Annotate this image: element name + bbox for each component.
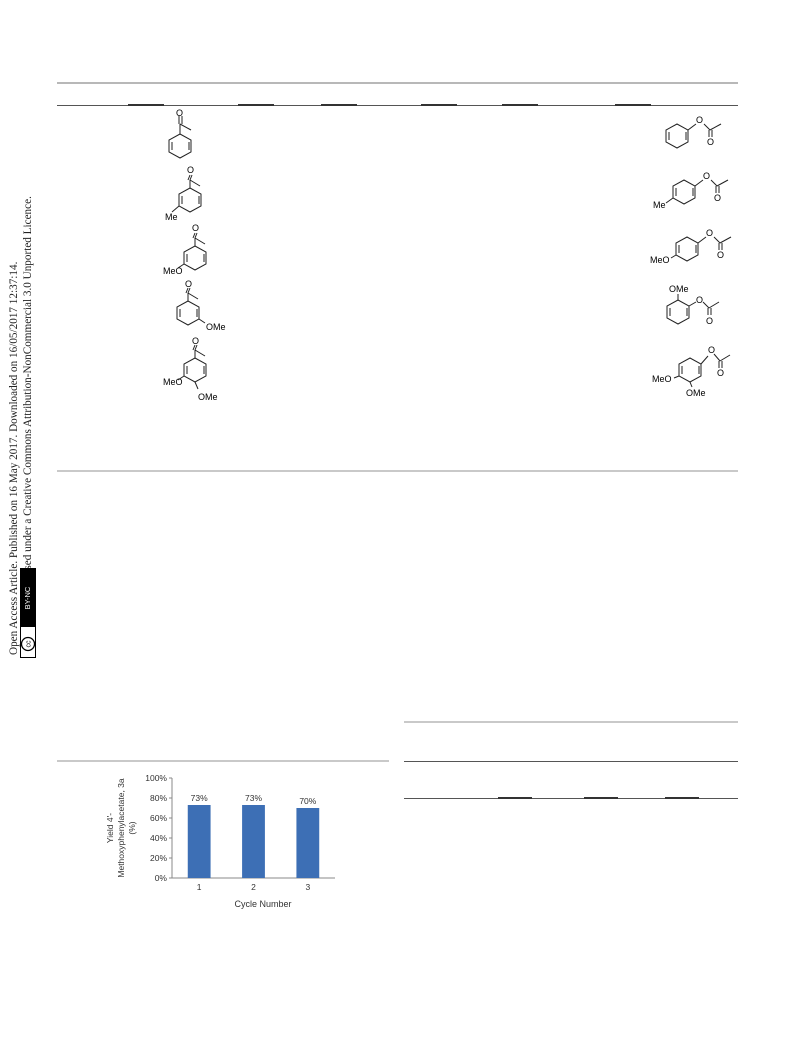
scheme-bottom-rule xyxy=(57,470,738,472)
carbonyl-o-label: O xyxy=(185,279,192,289)
2-methoxyacetophenone-structure: O OMe xyxy=(176,279,226,332)
scheme-header-rule xyxy=(57,105,738,106)
methoxy-label: OMe xyxy=(686,388,706,398)
carbonyl-o-label: O xyxy=(187,165,194,175)
methoxy-label: MeO xyxy=(163,377,183,387)
phenyl-acetate-structure: O O xyxy=(665,115,722,149)
carbonyl-o-label: O xyxy=(192,223,199,233)
header-mark xyxy=(128,104,164,106)
table-mark xyxy=(665,797,699,799)
bar-cycle-2 xyxy=(242,805,265,878)
bar-data-label: 73% xyxy=(245,793,262,803)
ester-o-label: O xyxy=(703,171,710,181)
recycling-bar-chart: Yield 4'- Methoxyphenylacetate, 3a (%) 0… xyxy=(105,773,335,909)
cc-license-badge[interactable]: cc BY-NC xyxy=(20,568,36,658)
ester-o-label: O xyxy=(696,115,703,125)
y-tick-label: 0% xyxy=(155,873,168,883)
ester-o-label: O xyxy=(696,295,703,305)
carbonyl-o-label: O xyxy=(714,193,721,203)
cc-badge-text: cc xyxy=(26,640,33,648)
table-mark xyxy=(498,797,532,799)
4-methylacetophenone-structure: O Me xyxy=(165,165,202,222)
header-mark xyxy=(238,104,274,106)
header-mark xyxy=(615,104,651,106)
header-mark xyxy=(321,104,357,106)
header-mark xyxy=(502,104,538,106)
y-axis-label-line-1: Yield 4'- xyxy=(105,813,115,843)
carbonyl-o-label: O xyxy=(717,250,724,260)
license-line-1: Open Access Article. Published on 16 May… xyxy=(8,261,20,655)
figure-top-rule xyxy=(57,760,389,762)
table-bottom-rule xyxy=(404,798,738,799)
4-methoxyphenyl-acetate-structure: O O MeO xyxy=(650,228,732,265)
table-top-rule xyxy=(404,721,738,723)
y-tick-label: 80% xyxy=(150,793,167,803)
carbonyl-o-label: O xyxy=(717,368,724,378)
bar-cycle-1 xyxy=(187,805,211,878)
4-methoxyacetophenone-structure: O MeO xyxy=(163,223,207,276)
methoxy-label: OMe xyxy=(669,284,689,294)
acetophenone-structure: O xyxy=(168,108,192,159)
bar-data-label: 70% xyxy=(299,796,316,806)
carbonyl-o-label: O xyxy=(706,316,713,326)
methoxy-label: MeO xyxy=(652,374,672,384)
table-header-rule xyxy=(404,761,738,762)
x-tick-label: 1 xyxy=(197,882,202,892)
x-tick-label: 3 xyxy=(305,882,310,892)
methoxy-label: MeO xyxy=(163,266,183,276)
bar-cycle-3 xyxy=(296,808,320,878)
bar-data-label: 73% xyxy=(191,793,208,803)
by-nc-badge-text: BY-NC xyxy=(23,586,32,609)
ester-o-label: O xyxy=(706,228,713,238)
3-4-dimethoxyacetophenone-structure: O MeO OMe xyxy=(163,336,218,402)
methoxy-label: OMe xyxy=(198,392,218,402)
3-4-dimethoxyphenyl-acetate-structure: O O MeO OMe xyxy=(652,345,731,398)
x-axis-label: Cycle Number xyxy=(234,899,291,909)
y-tick-label: 20% xyxy=(150,853,167,863)
y-axis-label-line-2: Methoxyphenylacetate, 3a xyxy=(116,778,126,878)
methoxy-label: OMe xyxy=(206,322,226,332)
x-tick-label: 2 xyxy=(251,882,256,892)
header-mark xyxy=(421,104,457,106)
y-tick-label: 40% xyxy=(150,833,167,843)
carbonyl-o-label: O xyxy=(707,137,714,147)
4-methylphenyl-acetate-structure: O O Me xyxy=(653,171,729,210)
methyl-label: Me xyxy=(165,212,178,222)
methyl-label: Me xyxy=(653,200,666,210)
carbonyl-o-label: O xyxy=(176,108,183,118)
y-tick-label: 60% xyxy=(150,813,167,823)
methoxy-label: MeO xyxy=(650,255,670,265)
license-sidebar: Open Access Article. Published on 16 May… xyxy=(0,0,40,660)
2-methoxyphenyl-acetate-structure: OMe O O xyxy=(666,284,720,326)
carbonyl-o-label: O xyxy=(192,336,199,346)
scheme-top-rule xyxy=(57,82,738,84)
y-axis-label: Yield 4'- Methoxyphenylacetate, 3a (%) xyxy=(105,778,137,878)
y-axis-label-line-3: (%) xyxy=(127,821,137,834)
table-mark xyxy=(584,797,618,799)
y-tick-label: 100% xyxy=(145,773,167,783)
ester-o-label: O xyxy=(708,345,715,355)
